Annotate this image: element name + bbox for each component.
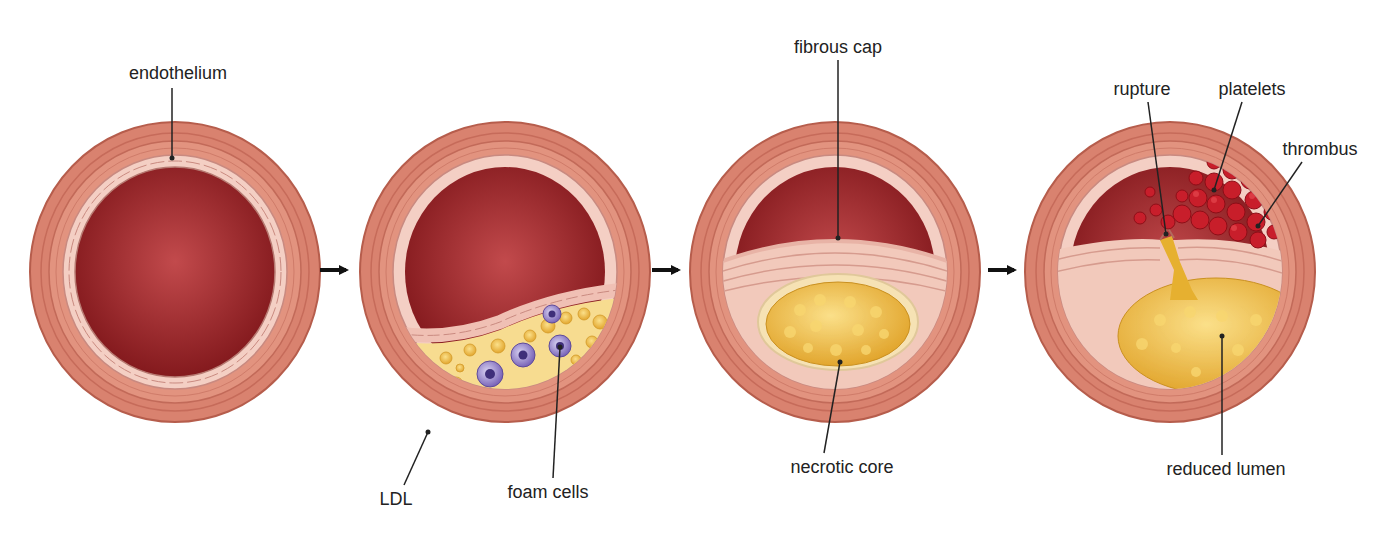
leader-dots <box>170 156 1261 435</box>
part-label: thrombus <box>1280 138 1359 160</box>
leader-lines <box>172 60 1302 485</box>
part-label: rupture <box>1111 78 1172 100</box>
part-label: necrotic core <box>788 456 895 478</box>
part-label: foam cells <box>505 481 590 503</box>
part-label: LDL <box>377 488 414 510</box>
part-label: fibrous cap <box>792 36 884 58</box>
part-label: platelets <box>1216 78 1287 100</box>
stage-arrows <box>320 268 1014 272</box>
artery-walls <box>30 122 1315 422</box>
early-plaque <box>380 288 640 420</box>
part-label: endothelium <box>127 62 229 84</box>
ruptured-plaque <box>1055 152 1314 420</box>
part-label: reduced lumen <box>1164 458 1287 480</box>
